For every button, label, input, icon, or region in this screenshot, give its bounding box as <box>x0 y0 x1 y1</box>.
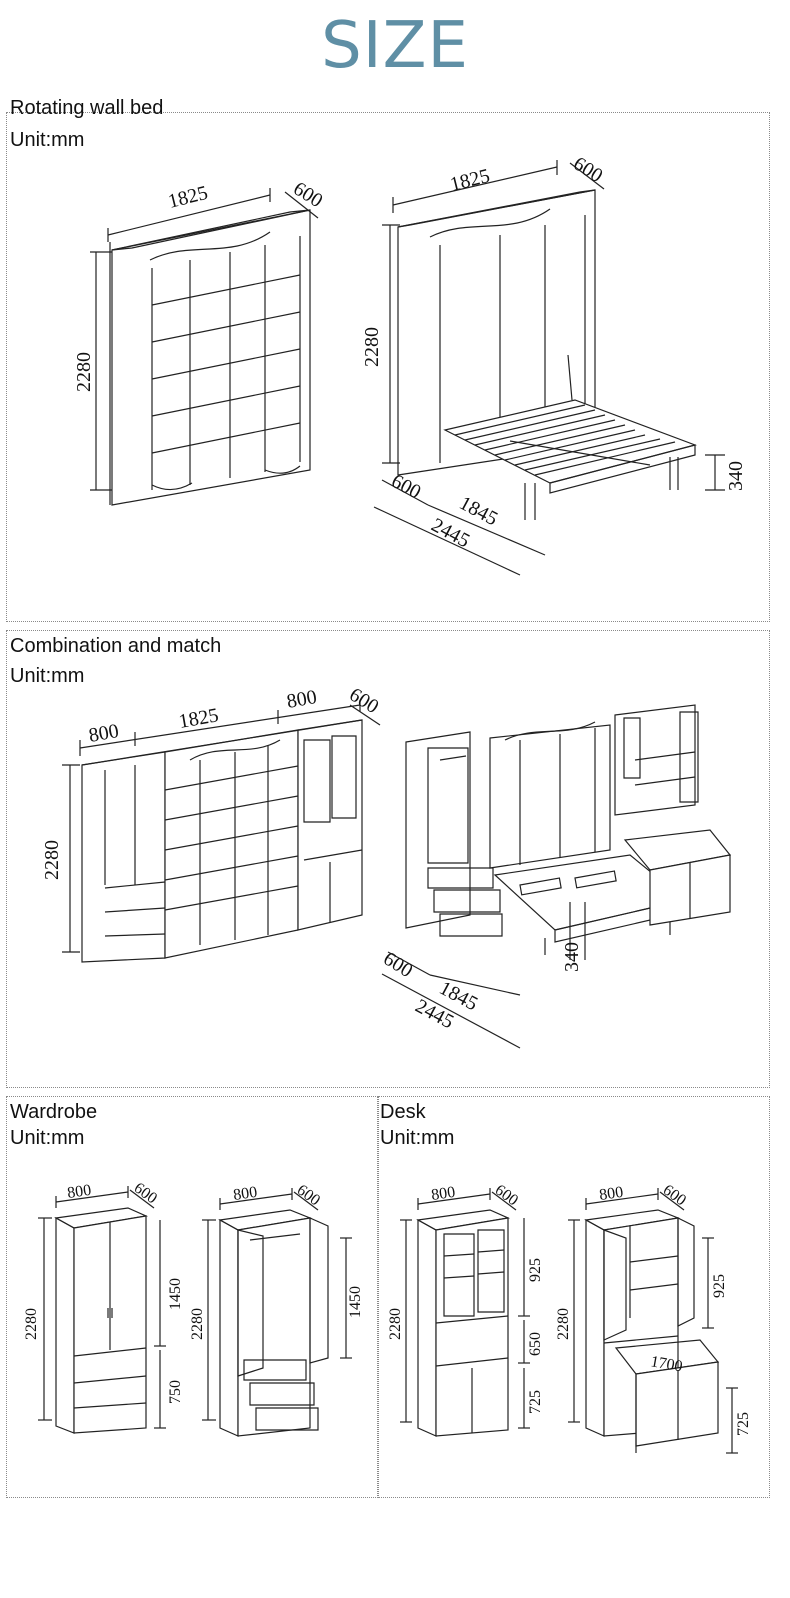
unit-label-desk: Unit:mm <box>380 1127 455 1149</box>
desk-closed-drawing: 800 600 2280 925 650 725 <box>387 1181 544 1448</box>
rotating-open-drawing: 1825 600 2280 340 600 1845 2445 <box>361 153 747 595</box>
dim-upper: 1450 <box>167 1278 184 1310</box>
dim-height: 2280 <box>41 840 63 880</box>
dim-upper: 1450 <box>347 1286 364 1318</box>
dim-middle: 650 <box>527 1332 544 1356</box>
section-rotating-wall-bed <box>6 112 770 622</box>
dim-depth-front: 600 <box>379 948 416 983</box>
dim-depth-front: 600 <box>388 470 425 504</box>
dim-depth: 600 <box>294 1181 323 1209</box>
dim-leg: 340 <box>561 942 583 972</box>
dim-lower: 750 <box>167 1380 184 1404</box>
dim-upper: 925 <box>711 1274 728 1298</box>
dim-width: 800 <box>598 1184 624 1204</box>
combination-closed-drawing: 800 1825 800 600 2280 <box>41 684 382 980</box>
unit-label-rotating: Unit:mm <box>10 129 85 151</box>
unit-label-wardrobe: Unit:mm <box>10 1127 85 1149</box>
dim-left-width: 800 <box>87 720 120 747</box>
wardrobe-closed-drawing: 800 600 2280 1450 750 <box>23 1179 184 1448</box>
dim-width: 1825 <box>448 165 492 196</box>
dim-upper: 925 <box>527 1258 544 1282</box>
dim-width: 1825 <box>166 182 210 213</box>
dim-height: 2280 <box>189 1308 206 1340</box>
section-title-wardrobe: Wardrobe <box>10 1101 98 1123</box>
dim-height: 2280 <box>555 1308 572 1340</box>
dim-bed-length: 1845 <box>456 492 502 530</box>
desk-open-drawing: 800 600 2280 925 1700 725 <box>555 1181 752 1478</box>
dim-height: 2280 <box>361 327 383 367</box>
dim-width: 800 <box>232 1184 258 1204</box>
section-combination <box>6 630 770 1088</box>
rotating-closed-drawing: 1825 600 2280 <box>73 178 326 520</box>
dim-lower: 725 <box>527 1390 544 1414</box>
dim-width: 800 <box>430 1184 456 1204</box>
section-title-rotating: Rotating wall bed <box>10 97 164 119</box>
dim-desk-length: 1700 <box>649 1353 683 1375</box>
dim-right-width: 800 <box>285 686 318 713</box>
combination-open-drawing: 600 1845 2445 340 <box>379 690 760 1060</box>
page-title: SIZE <box>321 9 469 83</box>
dim-depth: 600 <box>660 1181 689 1209</box>
unit-label-combination: Unit:mm <box>10 665 85 687</box>
dim-depth: 600 <box>131 1179 160 1207</box>
dim-leg: 340 <box>725 461 747 491</box>
wardrobe-open-drawing: 800 600 2280 1450 <box>189 1181 364 1448</box>
dim-depth: 600 <box>289 178 326 213</box>
dim-height: 2280 <box>23 1308 40 1340</box>
dim-total-length: 2445 <box>428 514 474 552</box>
dim-depth: 600 <box>569 153 606 188</box>
dim-center-width: 1825 <box>177 704 220 733</box>
dim-width: 800 <box>66 1182 92 1202</box>
dim-height: 2280 <box>387 1308 404 1340</box>
section-title-combination: Combination and match <box>10 635 222 657</box>
dim-desk-height: 725 <box>735 1412 752 1436</box>
section-title-desk: Desk <box>380 1101 426 1123</box>
section-wardrobe <box>6 1096 378 1498</box>
dim-depth: 600 <box>492 1181 521 1209</box>
dim-height: 2280 <box>73 352 95 392</box>
section-desk <box>378 1096 770 1498</box>
